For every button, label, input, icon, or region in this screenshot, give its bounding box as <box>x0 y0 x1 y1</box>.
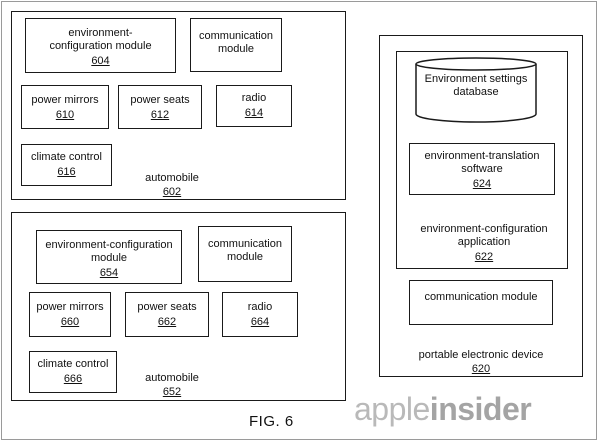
power-mirrors-610: power mirrors 610 <box>21 85 109 129</box>
power-seats-662: power seats 662 <box>125 292 209 337</box>
automobile-652-box: environment-configuration module 654 com… <box>11 212 346 401</box>
communication-module-automobile-602: communication module <box>190 18 282 72</box>
power-mirrors-610-label: power mirrors <box>31 94 99 106</box>
automobile-602-number: 602 <box>162 186 182 198</box>
power-mirrors-660-number: 660 <box>60 316 80 328</box>
portable-device-620-label: portable electronic device <box>418 349 544 361</box>
env-config-module-654: environment-configuration module 654 <box>36 230 182 284</box>
communication-module-device-620: communication module <box>409 280 553 325</box>
power-seats-662-label: power seats <box>137 301 197 313</box>
power-mirrors-660: power mirrors 660 <box>29 292 111 337</box>
radio-614-label: radio <box>241 92 267 104</box>
climate-control-666: climate control 666 <box>29 351 117 393</box>
figure-label: FIG. 6 <box>249 413 294 430</box>
env-config-application-622: environment-translation software 624 env… <box>396 51 568 269</box>
power-seats-612-label: power seats <box>130 94 190 106</box>
communication-module-652-label: communication module <box>208 238 282 263</box>
env-config-module-654-number: 654 <box>99 267 119 279</box>
automobile-652-number: 652 <box>162 386 182 398</box>
env-config-application-622-number: 622 <box>474 251 494 263</box>
automobile-602-box: environment-configuration module 604 com… <box>11 11 346 200</box>
radio-664: radio 664 <box>222 292 298 337</box>
power-seats-662-number: 662 <box>157 316 177 328</box>
climate-control-666-label: climate control <box>37 358 109 370</box>
database-cylinder-icon <box>415 57 537 123</box>
power-seats-612-number: 612 <box>150 109 170 121</box>
env-config-application-622-label: environment-configuration application <box>420 223 548 248</box>
communication-module-620-label: communication module <box>424 291 538 303</box>
communication-module-automobile-652: communication module <box>198 226 292 282</box>
environment-settings-database-label: Environment settings database <box>424 73 528 98</box>
power-mirrors-660-label: power mirrors <box>36 301 104 313</box>
radio-614-number: 614 <box>244 107 264 119</box>
climate-control-616: climate control 616 <box>21 144 112 186</box>
radio-664-label: radio <box>247 301 273 313</box>
env-translation-software-624: environment-translation software 624 <box>409 143 555 195</box>
env-config-module-604-label: environment-configuration module <box>49 27 152 52</box>
env-translation-software-624-label: environment-translation software <box>424 150 540 175</box>
appleinsider-watermark: appleinsider <box>354 391 532 428</box>
env-config-module-604: environment-configuration module 604 <box>25 18 176 73</box>
portable-device-620-number: 620 <box>471 363 491 375</box>
env-config-module-654-label: environment-configuration module <box>45 239 173 264</box>
communication-module-602-label: communication module <box>199 30 273 55</box>
power-mirrors-610-number: 610 <box>55 109 75 121</box>
watermark-light: apple <box>354 391 430 427</box>
env-config-module-604-number: 604 <box>91 55 110 67</box>
automobile-602-label: automobile <box>145 172 199 184</box>
radio-664-number: 664 <box>250 316 270 328</box>
climate-control-616-label: climate control <box>31 151 102 163</box>
watermark-bold: insider <box>429 391 532 427</box>
power-seats-612: power seats 612 <box>118 85 202 129</box>
automobile-652-label: automobile <box>145 372 199 384</box>
radio-614: radio 614 <box>216 85 292 127</box>
climate-control-666-number: 666 <box>63 373 83 385</box>
climate-control-616-number: 616 <box>57 166 76 178</box>
env-translation-software-624-number: 624 <box>472 178 492 190</box>
